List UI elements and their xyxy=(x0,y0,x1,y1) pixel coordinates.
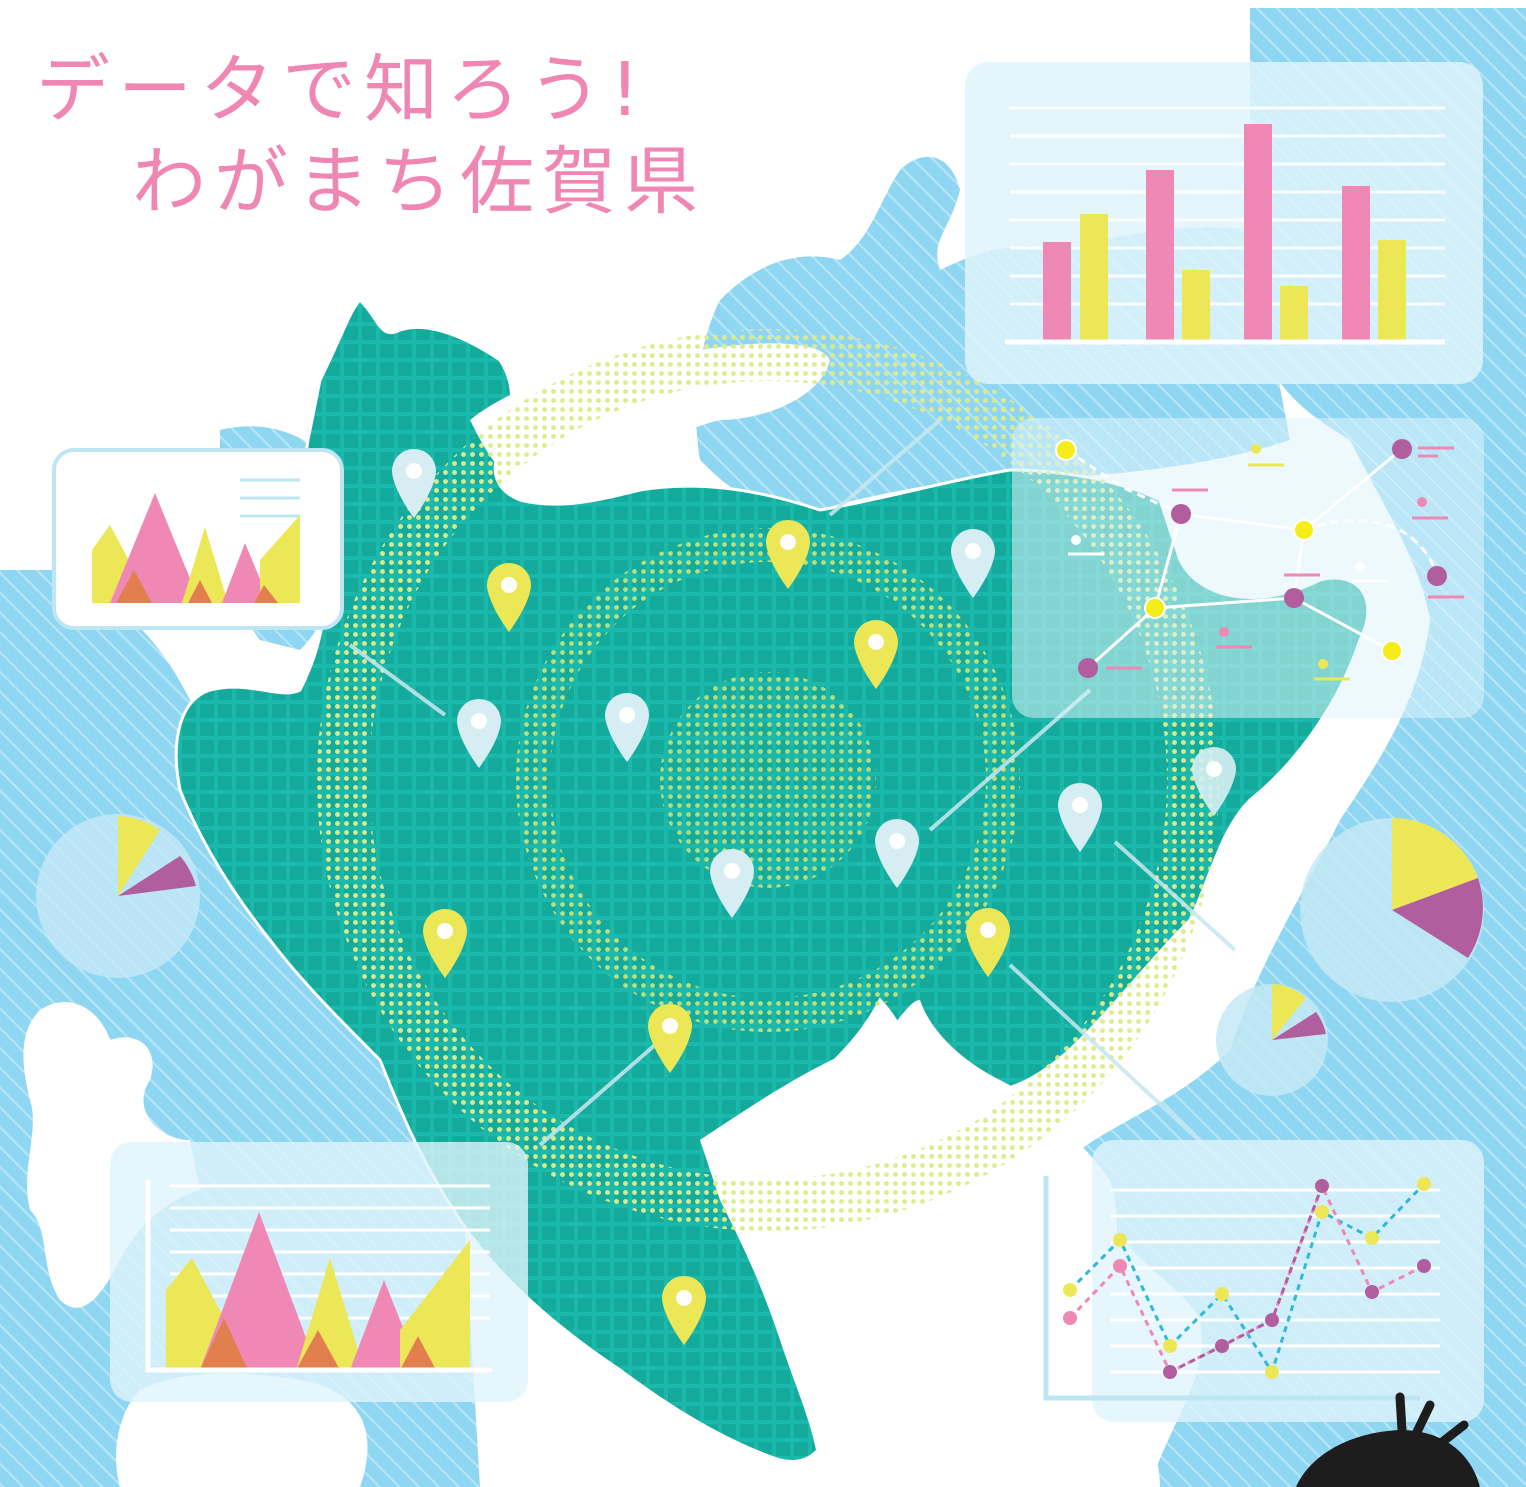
line-chart-panel xyxy=(1043,1140,1484,1422)
mountain-chart-icon xyxy=(145,1180,492,1373)
location-pin-icon xyxy=(457,699,501,768)
location-pin-icon xyxy=(648,1004,692,1073)
title-line-2: わがまち佐賀県 xyxy=(132,139,706,225)
decorative-character-corner xyxy=(1296,1392,1480,1487)
location-pin-icon xyxy=(487,563,531,632)
pie-chart-icon xyxy=(1272,984,1326,1040)
location-pin-icon xyxy=(854,620,898,689)
line-chart-icon xyxy=(1043,1176,1431,1401)
location-pin-icon xyxy=(966,908,1010,977)
location-pin-icon xyxy=(423,909,467,978)
mountain-chart-panel-large xyxy=(110,1142,528,1402)
pie-chart-left xyxy=(36,814,200,978)
title-line-1: データで知ろう! xyxy=(36,47,648,133)
location-pin-icon xyxy=(662,1276,706,1345)
mountain-chart-panel-small xyxy=(52,448,344,630)
connector-lines xyxy=(348,418,1237,1157)
location-pin-icon xyxy=(605,693,649,762)
location-pin-icon xyxy=(392,449,436,518)
pie-chart-right-large xyxy=(1300,818,1484,1002)
page-title: データで知ろう! わがまち佐賀県 xyxy=(36,44,706,228)
bar-chart-panel xyxy=(965,62,1483,384)
location-pin-icon xyxy=(1058,783,1102,852)
pie-chart-right-small xyxy=(1216,984,1328,1096)
target-rings xyxy=(317,329,1219,1231)
location-pin-icon xyxy=(710,849,754,918)
location-pin-icon xyxy=(951,529,995,598)
pie-chart-icon xyxy=(1392,818,1483,958)
pie-chart-icon xyxy=(118,816,196,896)
bar-chart-icon xyxy=(1005,106,1445,345)
network-panel xyxy=(1012,418,1484,718)
location-pins xyxy=(392,449,1236,1345)
location-pin-icon xyxy=(1192,747,1236,816)
location-pin-icon xyxy=(766,520,810,589)
network-graph-icon xyxy=(1055,439,1464,681)
location-pin-icon xyxy=(875,819,919,888)
mountain-chart-icon xyxy=(92,493,300,603)
